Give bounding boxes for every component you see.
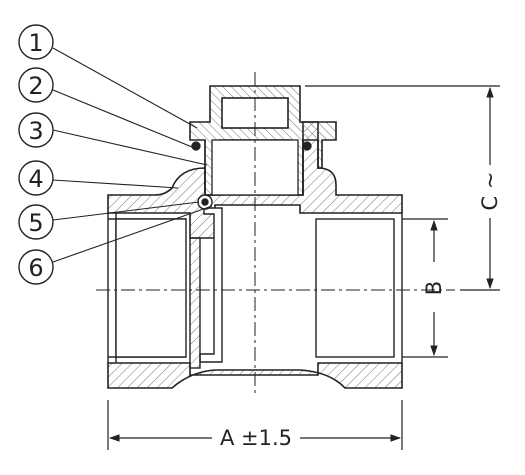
callout-5: 5: [18, 204, 54, 240]
callout-1-label: 1: [28, 29, 43, 57]
callout-6: 6: [18, 249, 54, 285]
valve-cap: [189, 85, 337, 196]
callout-3-label: 3: [28, 117, 43, 145]
left-port: [107, 213, 187, 363]
leader-lines: [52, 47, 213, 263]
callout-3: 3: [18, 112, 54, 148]
callout-2-label: 2: [28, 72, 43, 100]
centerlines: [96, 72, 455, 395]
callout-1: 1: [18, 24, 54, 60]
callout-4-label: 4: [28, 165, 43, 193]
dimension-c-label: C ~: [478, 172, 502, 211]
dimension-c: [305, 85, 500, 291]
callout-5-label: 5: [28, 209, 43, 237]
callout-2: 2: [18, 67, 54, 103]
swing-disc: [189, 194, 223, 369]
right-port: [315, 213, 403, 363]
dimension-a: [107, 400, 403, 450]
dimension-a-label: A ±1.5: [220, 426, 292, 450]
dimension-b: [402, 218, 448, 358]
callout-6-label: 6: [28, 254, 43, 282]
callout-4: 4: [18, 160, 54, 196]
dimension-b-label: B: [422, 281, 446, 295]
